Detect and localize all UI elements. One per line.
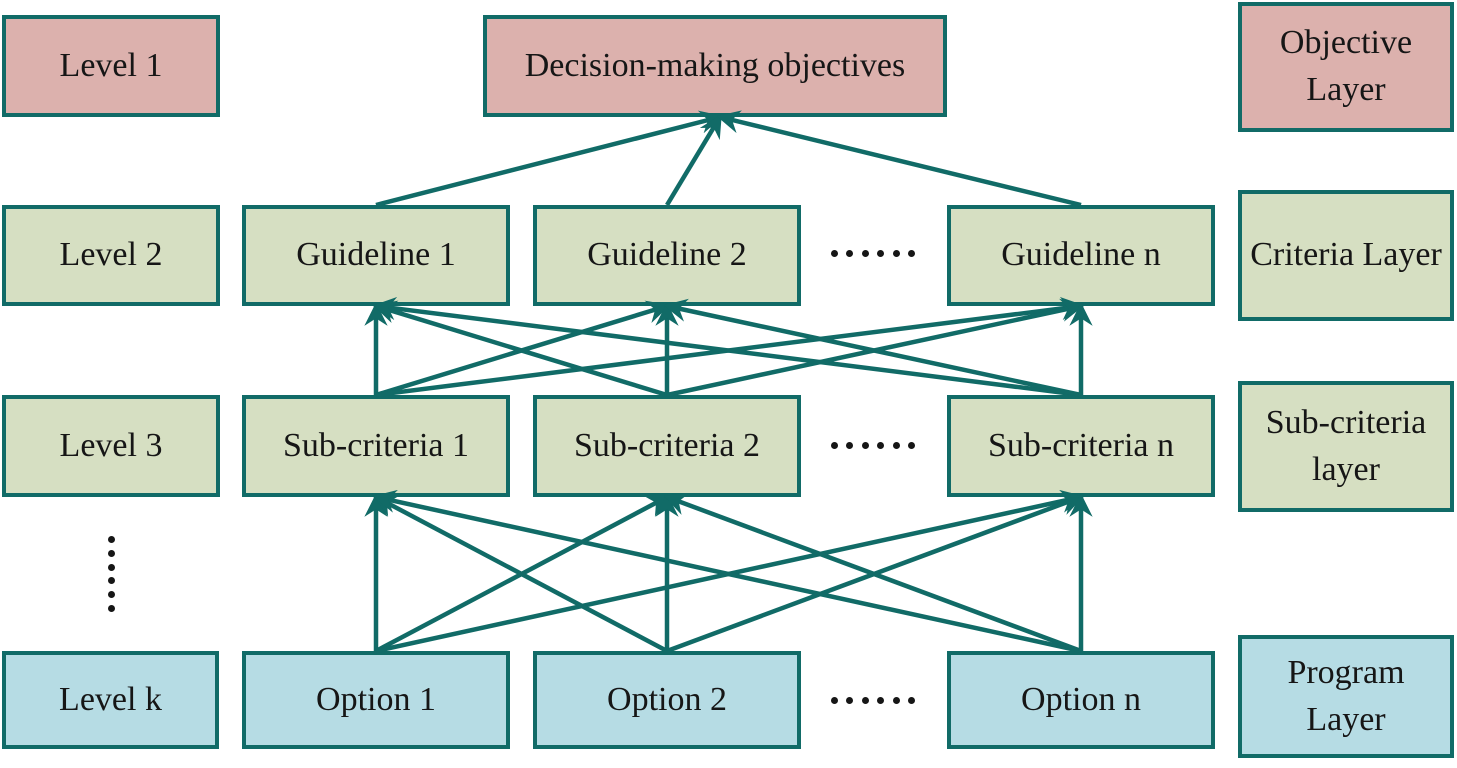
node-option-2: Option 2 (533, 651, 801, 749)
edge-arrow-option-n-to-sub-criteria-1 (372, 489, 1082, 654)
ellipsis-guidelines (831, 249, 915, 257)
node-option-1: Option 1 (242, 651, 510, 749)
edge-arrow-guideline-1-to-objective (375, 110, 724, 208)
node-level-3: Level 3 (2, 395, 220, 497)
node-label: Sub-criteria 2 (574, 426, 760, 464)
dot-icon (877, 441, 885, 449)
dot-icon (831, 696, 838, 704)
node-option-n: Option n (947, 651, 1215, 749)
dot-icon (107, 536, 115, 543)
node-label: Guideline 2 (587, 236, 747, 274)
dot-icon (107, 563, 115, 571)
node-guideline-n: Guideline n (947, 205, 1215, 306)
node-label: Criteria Layer (1250, 236, 1442, 274)
dot-icon (892, 441, 900, 449)
node-label: Option n (1021, 680, 1141, 718)
dot-icon (907, 441, 915, 449)
edge-arrow-sub-criteria-2-to-guideline-n (666, 298, 1085, 398)
node-objective: Decision-making objectives (483, 15, 947, 117)
node-label: Option 1 (316, 680, 436, 718)
edge-arrow-sub-criteria-2-to-guideline-1 (372, 300, 668, 398)
dot-icon (846, 696, 854, 704)
edge-arrow-option-2-to-sub-criteria-n (666, 492, 1085, 654)
node-label: Guideline 1 (296, 236, 456, 274)
edge-arrow-sub-criteria-n-to-guideline-1 (372, 296, 1082, 398)
dot-icon (877, 249, 885, 257)
node-label: Level k (59, 680, 162, 718)
dot-icon (107, 591, 115, 599)
node-label: Option 2 (607, 680, 727, 718)
ellipsis-sub-criteria (831, 441, 915, 449)
node-label: Level 1 (59, 46, 163, 84)
edge-arrow-option-n-to-sub-criteria-2 (663, 492, 1082, 654)
edge-arrow-option-2-to-sub-criteria-1 (372, 495, 669, 653)
dot-icon (846, 249, 854, 257)
ellipsis-levels-vertical (107, 536, 115, 612)
ellipsis-options (831, 696, 915, 704)
node-guideline-2: Guideline 2 (533, 205, 801, 306)
node-label: Sub-criteria n (988, 426, 1174, 464)
node-sub-criteria-1: Sub-criteria 1 (242, 395, 510, 497)
node-guideline-1: Guideline 1 (242, 205, 510, 306)
node-level-k: Level k (2, 651, 219, 749)
dot-icon (107, 604, 115, 612)
node-label: Level 2 (59, 236, 163, 274)
node-criteria-layer: Criteria Layer (1238, 190, 1454, 321)
dot-icon (907, 696, 915, 704)
node-sub-criteria-layer: Sub-criteria layer (1238, 381, 1454, 512)
node-label: Program Layer (1287, 653, 1405, 738)
edge-arrow-guideline-n-to-objective (716, 110, 1082, 208)
dot-icon (831, 249, 838, 257)
node-label: Sub-criteria layer (1265, 403, 1427, 488)
node-label: Decision-making objectives (524, 46, 906, 84)
edge-arrow-option-1-to-sub-criteria-n (375, 489, 1085, 654)
edge-arrow-sub-criteria-1-to-guideline-n (375, 296, 1085, 398)
node-label: Level 3 (59, 426, 163, 464)
edge-arrow-option-1-to-sub-criteria-2 (374, 495, 671, 653)
node-program-layer: Program Layer (1238, 635, 1454, 758)
dot-icon (907, 249, 915, 257)
node-sub-criteria-n: Sub-criteria n (947, 395, 1215, 497)
node-label: Sub-criteria 1 (283, 426, 469, 464)
dot-icon (892, 696, 900, 704)
dot-icon (831, 441, 838, 449)
dot-icon (861, 696, 869, 704)
dot-icon (107, 577, 115, 585)
edge-arrow-sub-criteria-1-to-guideline-2 (375, 300, 671, 398)
node-label: Guideline n (1001, 236, 1161, 274)
node-objective-layer: Objective Layer (1238, 2, 1454, 132)
dot-icon (877, 696, 885, 704)
node-level-2: Level 2 (2, 205, 220, 306)
dot-icon (861, 249, 869, 257)
edge-arrow-sub-criteria-n-to-guideline-2 (663, 298, 1082, 398)
dot-icon (107, 549, 115, 557)
node-sub-criteria-2: Sub-criteria 2 (533, 395, 801, 497)
node-label: Objective Layer (1279, 24, 1413, 108)
dot-icon (861, 441, 869, 449)
dot-icon (892, 249, 900, 257)
edge-arrow-guideline-2-to-objective (665, 113, 722, 207)
dot-icon (846, 441, 854, 449)
node-level-1: Level 1 (2, 15, 220, 117)
